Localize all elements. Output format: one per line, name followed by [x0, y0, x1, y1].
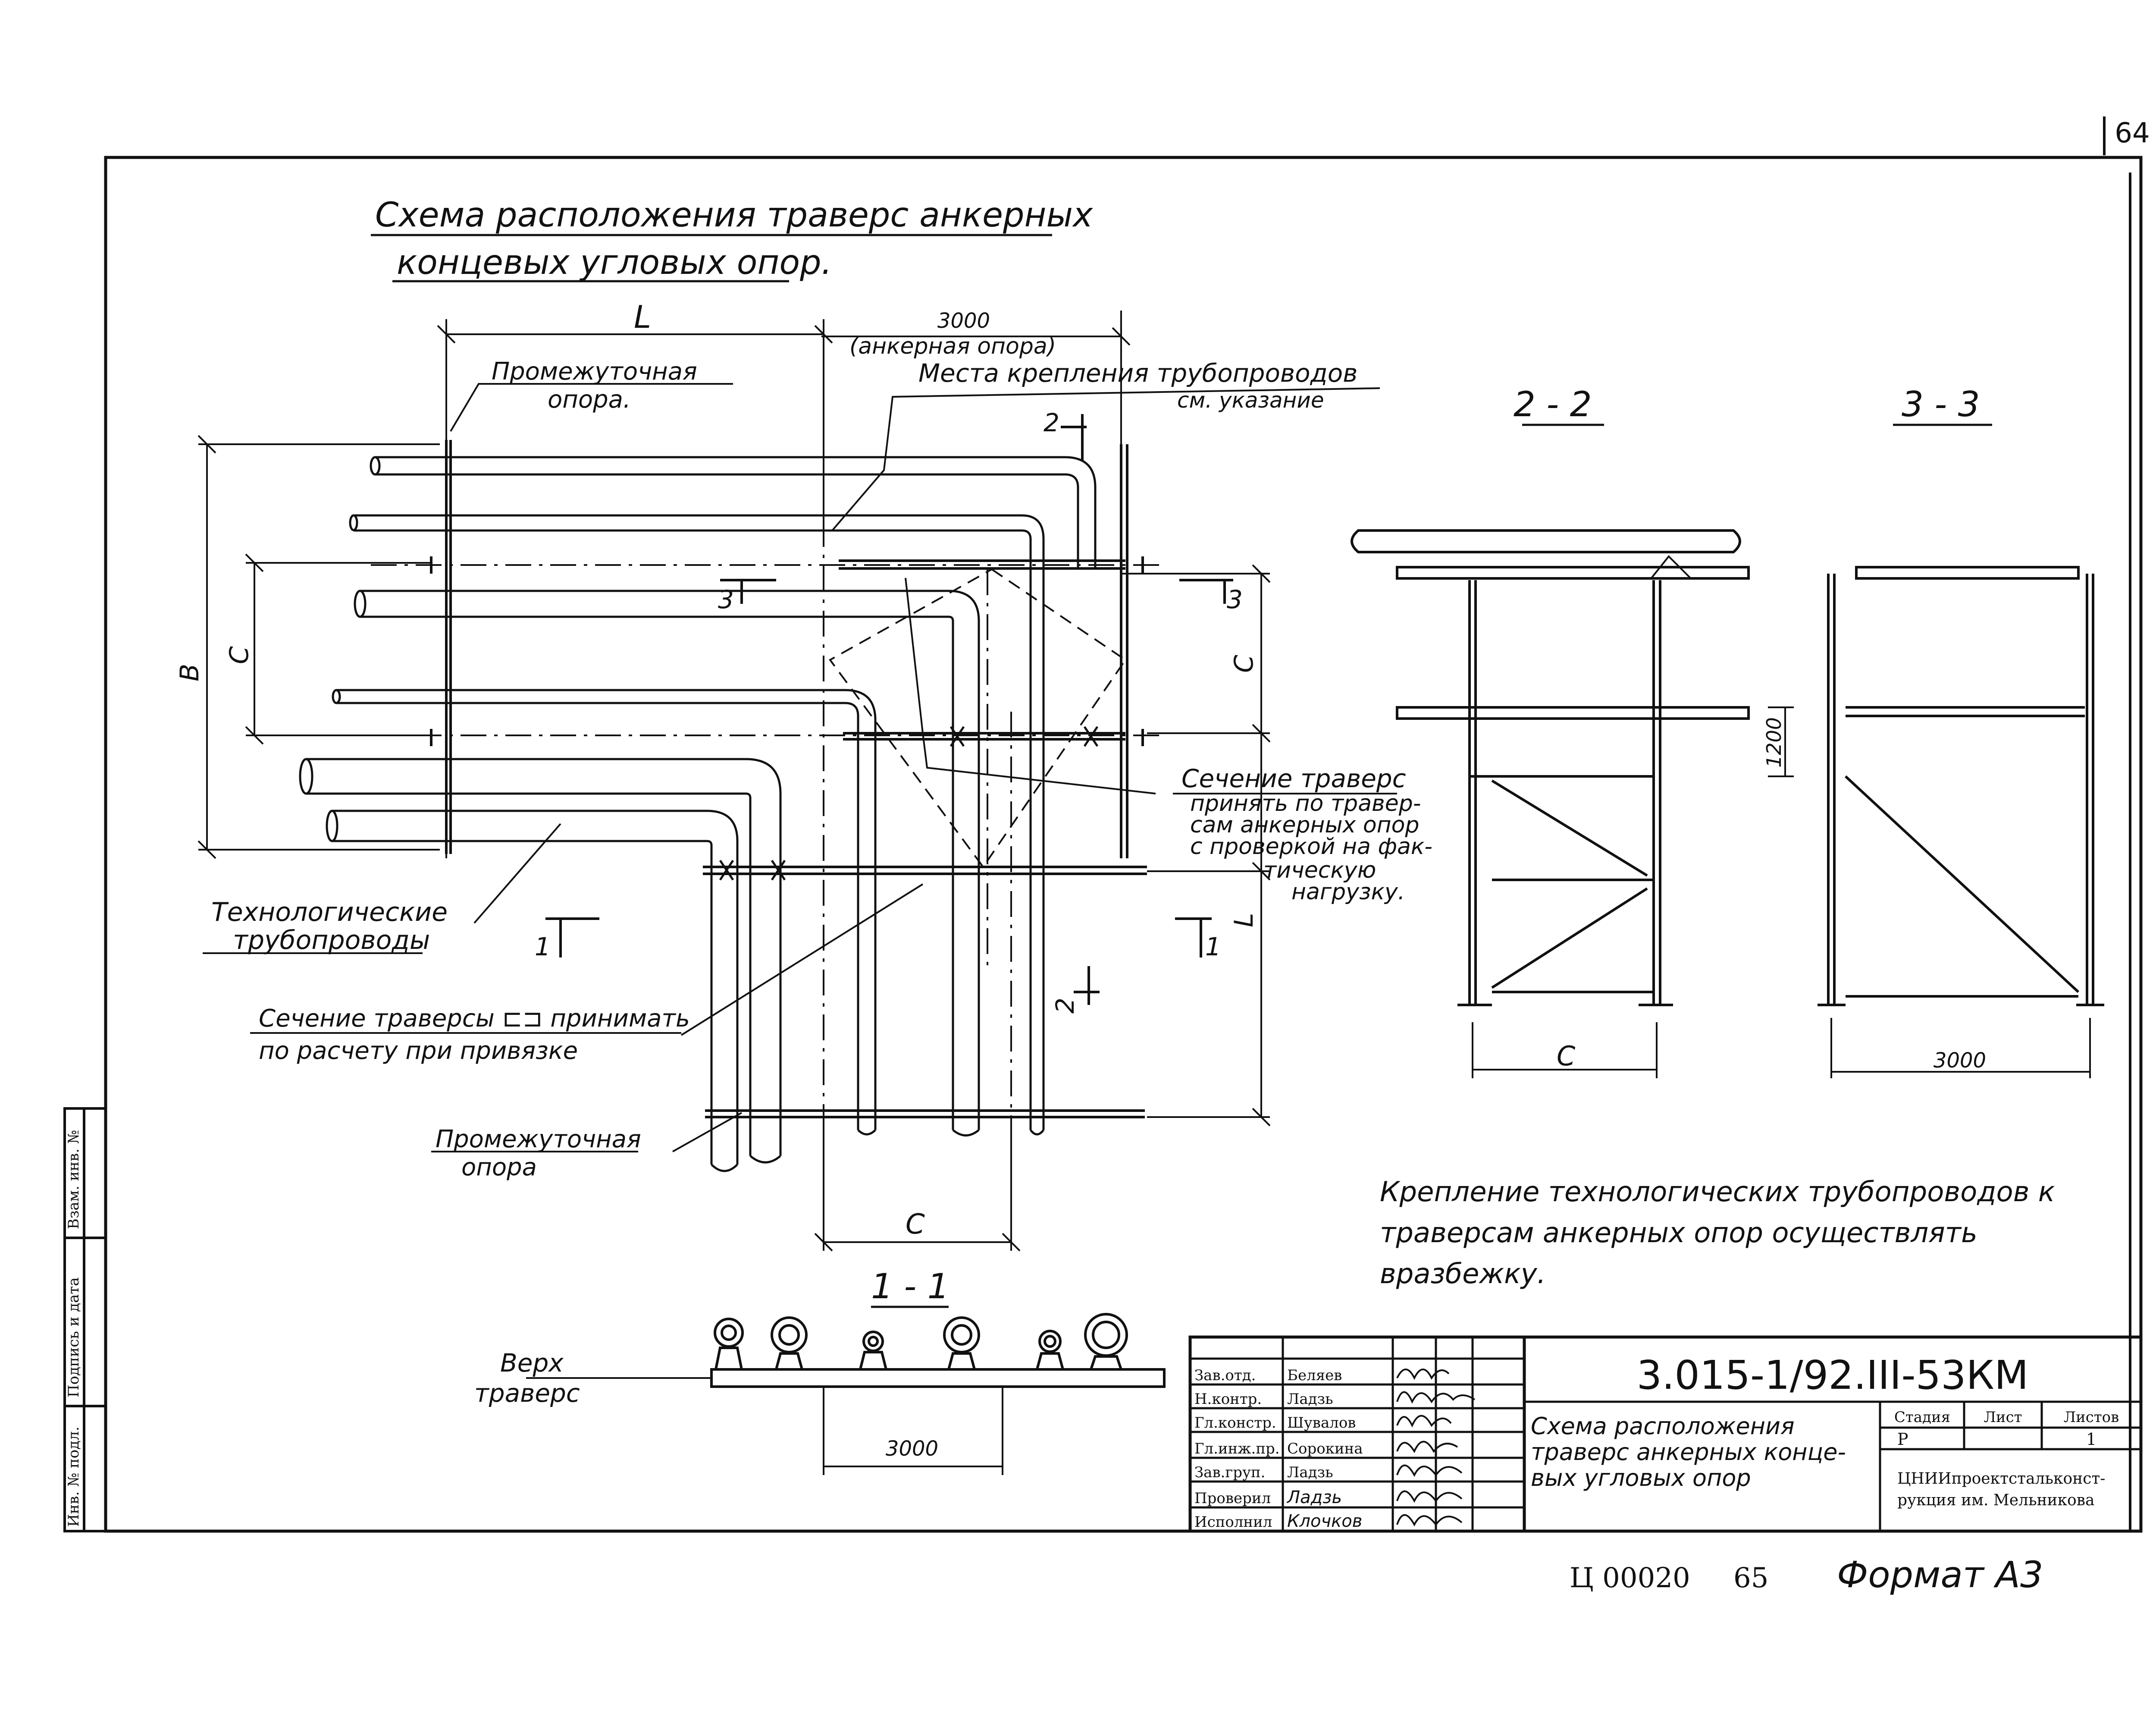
label-traverse-section-2: по расчету при привязке — [259, 1037, 578, 1065]
plan-fastening-marks — [719, 726, 1099, 881]
fastening-note-1: траверсам анкерных опор осуществлять — [1380, 1217, 1977, 1249]
dim-b: B — [175, 664, 205, 681]
label-top-of-traverse-2: траверс — [474, 1378, 580, 1408]
section-3-3-label: 3 - 3 — [1902, 384, 1980, 424]
footer-code: Ц 00020 — [1570, 1562, 1690, 1594]
role-6: Исполнил — [1194, 1513, 1272, 1531]
organization-0: ЦНИИпроектстальконст- — [1897, 1470, 2105, 1488]
label-pipe-fastening-1: Места крепления трубопроводов — [918, 358, 1357, 388]
cross-section-note-4: тическую — [1263, 857, 1376, 883]
role-4: Зав.груп. — [1194, 1464, 1265, 1481]
title-block-code: 3.015-1/92.III-53КМ — [1637, 1352, 2029, 1398]
sheets-label: Листов — [2064, 1409, 2119, 1426]
section-3-3-view — [1818, 424, 2104, 1078]
section-1-left: 1 — [535, 932, 551, 961]
plan-section-markers — [545, 414, 1233, 1005]
cross-section-note-3: с проверкой на фак- — [1190, 834, 1432, 860]
sheet-frame — [104, 116, 2143, 1533]
cross-section-note-2: сам анкерных опор — [1190, 812, 1419, 838]
section-2-2-dim-1200: 1200 — [1762, 717, 1786, 768]
label-pipe-fastening-2: см. указание — [1177, 388, 1324, 413]
side-stamp — [63, 1107, 107, 1532]
section-2-2-dim-c: C — [1557, 1040, 1576, 1072]
section-1-1-label: 1 - 1 — [871, 1266, 950, 1306]
label-top-of-traverse-1: Верх — [500, 1348, 564, 1378]
drawing-title-block-1: траверс анкерных конце- — [1531, 1438, 1846, 1466]
cross-section-note-0: Сечение траверс — [1181, 764, 1406, 793]
drawing-title-block-2: вых угловых опор — [1531, 1464, 1751, 1491]
name-4: Ладзь — [1287, 1464, 1333, 1481]
section-3-left: 3 — [718, 585, 734, 614]
sheets-value: 1 — [2086, 1430, 2096, 1449]
title-block — [1188, 1335, 2143, 1533]
plan-view: L 3000 (анкерная опора) Места крепления … — [175, 299, 1432, 1252]
plan-leaders — [203, 383, 1397, 1152]
label-traverse-section-1: Сечение траверсы ⊏⊐ принимать — [259, 1005, 690, 1033]
dim-l-right: L — [1229, 913, 1259, 927]
side-stamp-signature: Подпись и дата — [65, 1278, 82, 1398]
name-0: Беляев — [1287, 1367, 1342, 1384]
side-stamp-inv: Инв. № подл. — [65, 1426, 82, 1527]
label-intermediate-support-bottom-1: Промежуточная — [436, 1125, 641, 1153]
label-tech-pipes-1: Технологические — [211, 897, 448, 927]
name-3: Сорокина — [1287, 1440, 1363, 1457]
section-3-right: 3 — [1227, 585, 1243, 614]
role-5: Проверил — [1194, 1490, 1271, 1507]
footer-page: 65 — [1733, 1562, 1768, 1594]
label-intermediate-support-top-2: опора. — [548, 386, 631, 414]
drawing-title-block-0: Схема расположения — [1531, 1413, 1795, 1440]
fastening-note-2: вразбежку. — [1380, 1258, 1546, 1290]
signatures — [1396, 1369, 1476, 1527]
section-2-2-view — [1351, 424, 1794, 1078]
drawing-title-line2: концевых угловых опор. — [397, 243, 832, 282]
name-2: Шувалов — [1287, 1414, 1356, 1431]
dim-c-left: C — [224, 646, 254, 664]
stage-label: Стадия — [1894, 1409, 1950, 1426]
section-1-right: 1 — [1205, 932, 1221, 961]
dim-3000-top: 3000 — [937, 309, 990, 333]
section-1-1-dim-3000: 3000 — [886, 1437, 938, 1461]
label-intermediate-support-top-1: Промежуточная — [492, 358, 697, 386]
stage-value: Р — [1897, 1430, 1908, 1449]
name-6: Клочков — [1287, 1511, 1362, 1531]
name-1: Ладзь — [1287, 1391, 1333, 1408]
section-2-2-label: 2 - 2 — [1514, 384, 1592, 424]
organization-1: рукция им. Мельникова — [1897, 1491, 2094, 1509]
name-5: Ладзь — [1286, 1488, 1342, 1507]
section-1-1-view — [526, 1306, 1166, 1475]
section-2-top: 2 — [1044, 408, 1059, 437]
role-3: Гл.инж.пр. — [1194, 1440, 1280, 1457]
role-0: Зав.отд. — [1194, 1367, 1256, 1384]
section-2-bottom: 2 — [1050, 998, 1080, 1014]
role-2: Гл.констр. — [1194, 1414, 1276, 1431]
section-3-3-dim-3000: 3000 — [1934, 1049, 1986, 1073]
dim-c-right: C — [1229, 655, 1259, 673]
cross-section-note-5: нагрузку. — [1291, 879, 1405, 905]
dim-c-bottom: C — [906, 1209, 925, 1240]
plan-pipes — [299, 456, 1097, 1172]
plan-brace-diamond — [829, 568, 1127, 869]
side-stamp-replacement: Взам. инв. № — [65, 1130, 82, 1229]
label-tech-pipes-2: трубопроводы — [233, 925, 430, 955]
plan-axes — [371, 431, 1160, 1130]
dim-l-top: L — [634, 299, 651, 335]
label-anchor-support: (анкерная опора) — [849, 333, 1056, 359]
fastening-note-0: Крепление технологических трубопроводов … — [1380, 1176, 2055, 1208]
footer-format: Формат А3 — [1837, 1554, 2043, 1596]
sheet-label: Лист — [1984, 1409, 2022, 1426]
label-intermediate-support-bottom-2: опора — [461, 1153, 537, 1181]
cross-section-note-1: принять по травер- — [1190, 791, 1421, 816]
drawing-title-line1: Схема расположения траверс анкерных — [375, 196, 1093, 235]
role-1: Н.контр. — [1194, 1391, 1262, 1408]
sheet-number: 64 — [2115, 117, 2150, 149]
